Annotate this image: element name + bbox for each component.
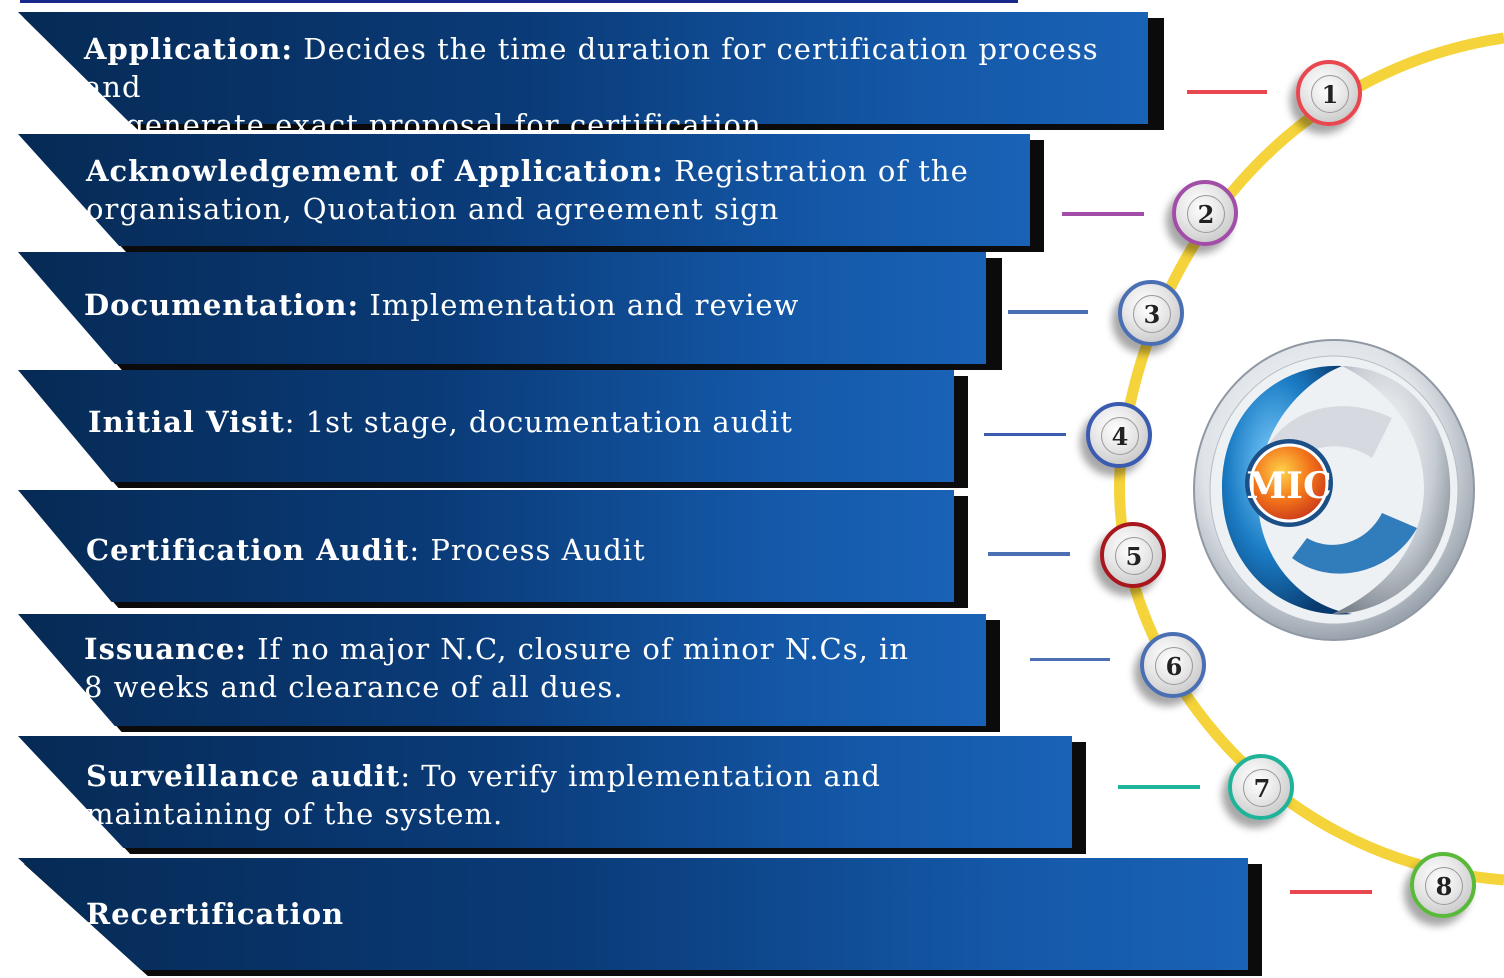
step-number-badge-5: 5 [1100, 522, 1166, 588]
step-text-3: Documentation: Implementation and review [84, 286, 984, 324]
badge-number: 8 [1425, 867, 1463, 905]
connector-3 [1008, 310, 1088, 314]
step-title: Issuance: [84, 632, 247, 666]
mic-logo: MIC [1192, 338, 1476, 642]
connector-7 [1118, 785, 1200, 789]
step-desc: : 1st stage, documentation audit [284, 405, 793, 439]
step-desc: : To verify implementation and [400, 759, 881, 793]
step-desc-line2: organisation, Quotation and agreement si… [86, 192, 780, 226]
step-title: Acknowledgement of Application: [86, 154, 664, 188]
connector-2 [1062, 212, 1144, 216]
step-title: Recertification [86, 897, 345, 931]
step-desc: If no major N.C, closure of minor N.Cs, … [247, 632, 910, 666]
step-desc: Implementation and review [359, 288, 800, 322]
step-title: Documentation: [84, 288, 360, 322]
step-number-badge-1: 1 [1296, 60, 1362, 126]
step-text-7: Surveillance audit: To verify implementa… [86, 757, 1066, 833]
step-text-4: Initial Visit: 1st stage, documentation … [88, 403, 948, 441]
step-bar-5 [18, 490, 954, 602]
step-bar-8 [18, 858, 1248, 970]
step-number-badge-2: 2 [1172, 180, 1238, 246]
step-text-5: Certification Audit: Process Audit [86, 531, 946, 569]
step-desc: Decides the time duration for certificat… [84, 32, 1099, 104]
badge-number: 3 [1133, 295, 1171, 333]
step-bar-3 [18, 252, 986, 364]
step-number-badge-7: 7 [1228, 754, 1294, 820]
badge-number: 4 [1101, 417, 1139, 455]
step-desc-line2: maintaining of the system. [86, 797, 504, 831]
step-text-2: Acknowledgement of Application: Registra… [86, 152, 1026, 228]
top-rule [20, 0, 1018, 3]
step-number-badge-3: 3 [1118, 280, 1184, 346]
step-text-1: Application: Decides the time duration f… [84, 30, 1134, 144]
step-bar-4 [18, 370, 954, 482]
badge-number: 2 [1187, 195, 1225, 233]
connector-8 [1290, 890, 1372, 894]
step-number-badge-8: 8 [1410, 852, 1476, 918]
step-bar-1 [18, 12, 1148, 124]
connector-1 [1187, 90, 1267, 94]
step-desc: Registration of the [663, 154, 969, 188]
step-desc-line2: 8 weeks and clearance of all dues. [84, 670, 624, 704]
badge-number: 7 [1243, 769, 1281, 807]
step-text-8: Recertification [86, 895, 1186, 933]
step-title: Certification Audit [86, 533, 410, 567]
step-number-badge-6: 6 [1140, 632, 1206, 698]
connector-6 [1030, 658, 1110, 661]
connector-5 [988, 552, 1070, 556]
badge-number: 1 [1311, 75, 1349, 113]
step-title: Surveillance audit [86, 759, 401, 793]
mic-logo-icon: MIC [1193, 339, 1475, 641]
step-bar-2 [18, 134, 1030, 246]
step-title: Application: [84, 32, 294, 66]
connector-4 [984, 433, 1066, 436]
badge-number: 5 [1115, 537, 1153, 575]
step-number-badge-4: 4 [1086, 402, 1152, 468]
badge-number: 6 [1155, 647, 1193, 685]
step-bar-7 [18, 736, 1072, 848]
step-text-6: Issuance: If no major N.C, closure of mi… [84, 630, 984, 706]
step-bar-6 [18, 614, 986, 726]
step-title: Initial Visit [88, 405, 285, 439]
logo-text: MIC [1246, 465, 1331, 507]
step-desc: : Process Audit [409, 533, 646, 567]
